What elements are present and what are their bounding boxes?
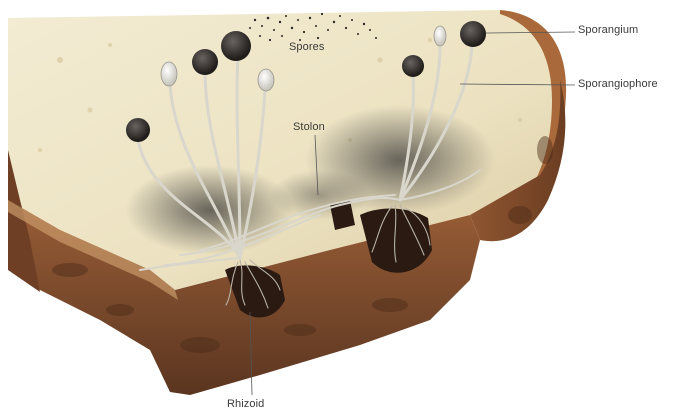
label-rhizoid: Rhizoid <box>227 398 264 410</box>
sporangium <box>126 118 150 142</box>
sporangium <box>460 21 486 47</box>
label-spores: Spores <box>289 41 324 53</box>
young-sporangium <box>434 26 446 46</box>
young-sporangium <box>258 69 274 91</box>
young-sporangium <box>161 62 177 86</box>
label-stolon: Stolon <box>293 121 325 133</box>
label-sporangiophore: Sporangiophore <box>578 78 658 90</box>
label-sporangium: Sporangium <box>578 24 638 36</box>
sporangium <box>221 31 251 61</box>
sporangium <box>402 55 424 77</box>
sporangium <box>192 49 218 75</box>
